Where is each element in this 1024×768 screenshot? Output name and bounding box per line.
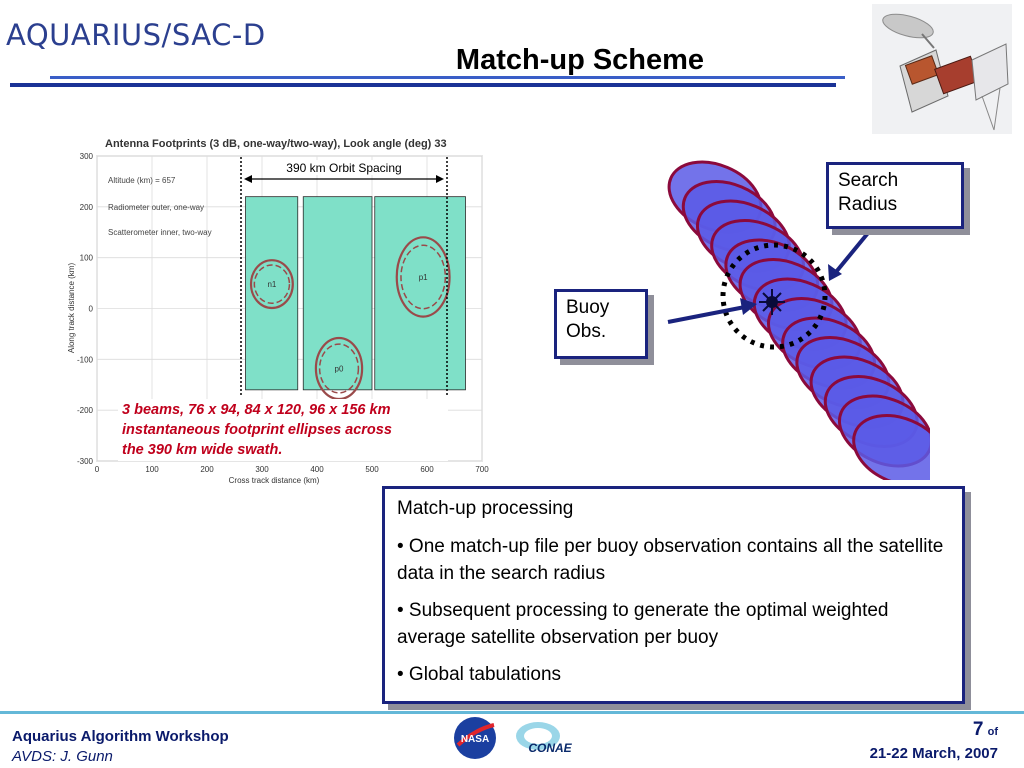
tick-layer: 0 100 200 300 400 500 600 700 300 200 100 0 -100 -200… [77,152,489,474]
y-tick-label: -100 [77,355,94,364]
y-tick-label: 300 [80,152,94,161]
event-date: 21-22 March, 2007 [869,745,998,762]
page-number: 7 [972,719,984,740]
beam-footprint-inner [400,244,447,310]
caption-line-2: instantaneous footprint ellipses across [122,422,392,438]
spacing-label: 390 km Orbit Spacing [286,161,401,175]
author-name: AVDS: J. Gunn [12,748,113,765]
y-axis-label: Along track distance (km) [67,263,76,354]
aquarius-logo: AQUARIUS/SAC-D [6,18,266,52]
y-tick-label: 200 [80,203,94,212]
match-up-processing-box: Match-up processing • One match-up file … [382,486,965,704]
buoy-obs-callout: Buoy Obs. [554,289,648,359]
spacing-arrow-right-head [436,175,444,183]
y-tick-label: 100 [80,254,94,263]
caption-bg [118,399,448,461]
beam-footprint-inner [253,264,291,304]
y-tick-label: -300 [77,457,94,466]
caption-line-3: the 390 km wide swath. [122,442,282,458]
x-axis-label: Cross track distance (km) [229,476,320,485]
spacing-label-bg [264,160,424,175]
svg-text:NASA: NASA [461,734,489,745]
search-radius-label: Search Radius [838,170,899,215]
buoy-marker [759,289,785,315]
match-bullet-1: • One match-up file per buoy observation… [397,536,944,584]
swath-strip [374,196,466,391]
x-tick-label: 400 [310,465,324,474]
beam-label: n1 [267,280,276,289]
caption-line-1: 3 beams, 76 x 94, 84 x 120, 96 x 156 km [122,402,391,418]
x-tick-label: 600 [420,465,434,474]
footer-left: Aquarius Algorithm Workshop AVDS: J. Gun… [12,727,229,767]
swath-layer [245,196,466,391]
spacing-arrow-left-head [244,175,252,183]
match-bullet-3: • Global tabulations [397,664,562,685]
x-tick-label: 100 [145,465,159,474]
beam-layer: n1 p0 p1 [249,236,451,401]
beam-footprint-outer [395,236,451,318]
title-rule-upper [50,76,845,79]
svg-text:CONAE: CONAE [528,741,572,755]
search-radius-circle [720,242,828,350]
ellipse-stack [667,160,948,487]
match-heading: Match-up processing [397,498,574,519]
chart-svg: Antenna Footprints (3 dB, one-way/two-wa… [67,138,489,485]
workshop-name: Aquarius Algorithm Workshop [12,728,229,745]
antenna-footprint-chart: Antenna Footprints (3 dB, one-way/two-wa… [64,133,494,493]
altitude-param: Altitude (km) = 657 [108,176,176,185]
match-bullet-2: • Subsequent processing to generate the … [397,600,889,648]
x-tick-label: 200 [200,465,214,474]
chart-title: Antenna Footprints (3 dB, one-way/two-wa… [105,138,447,150]
footer-right: 7 of 21-22 March, 2007 [870,719,998,765]
footer-rule [0,711,1024,714]
beam-label: p0 [335,364,344,373]
beam-footprint-diagram [650,150,948,487]
beam-label: p1 [419,273,428,282]
x-tick-label: 500 [365,465,379,474]
conae-logo: CONAE [510,716,582,762]
x-tick-label: 700 [475,465,489,474]
beam-footprint-inner [318,343,360,394]
search-radius-callout: Search Radius [826,162,964,229]
title-rule-lower [10,83,836,87]
radiometer-param: Radiometer outer, one-way [108,203,204,212]
page-of-label: of [987,726,998,738]
y-tick-label: -200 [77,406,94,415]
beam-footprint-outer [249,259,294,310]
nasa-logo: NASA [452,715,498,761]
beam-footprint-outer [314,336,364,401]
slide-title: Match-up Scheme [455,44,705,76]
x-tick-label: 300 [255,465,269,474]
scatterometer-param: Scatterometer inner, two-way [108,228,212,237]
satellite-image [872,4,1012,134]
y-tick-label: 0 [89,305,94,314]
x-tick-label: 0 [95,465,100,474]
swath-strip [245,196,299,391]
buoy-obs-label: Buoy Obs. [566,297,610,342]
